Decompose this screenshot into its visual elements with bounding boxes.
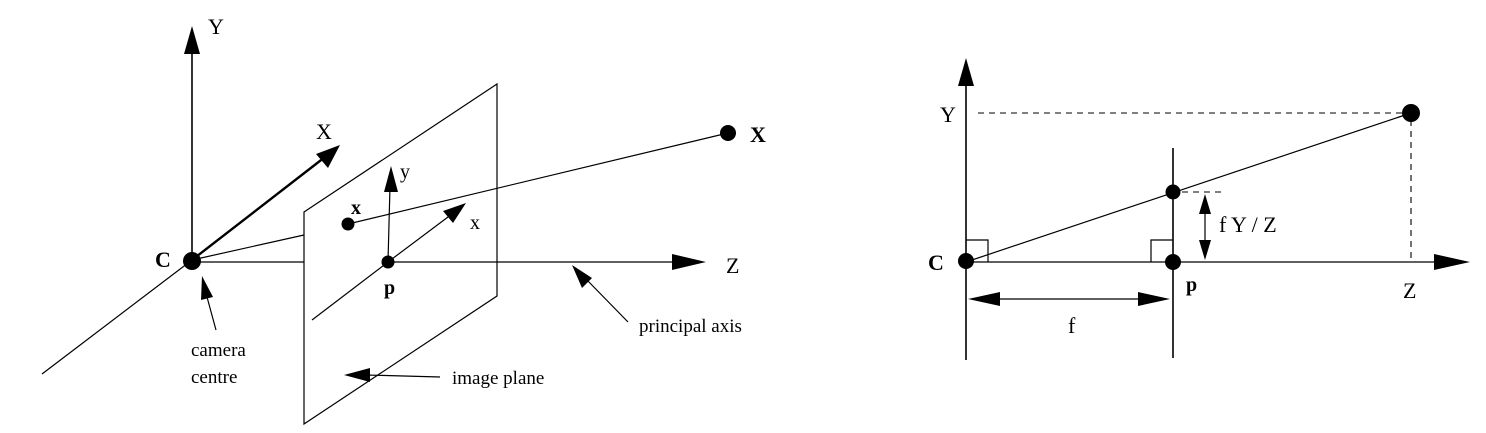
image-plane: [303, 82, 498, 426]
right-principal-point-label: p: [1186, 274, 1197, 296]
focal-length-arrow-left: [968, 292, 1000, 306]
right-principal-point: [1165, 254, 1181, 270]
left-y-axis-label: Y: [208, 14, 224, 39]
right-projection-ray: [965, 112, 1412, 263]
left-z-axis-arrowhead: [672, 254, 706, 270]
right-angle-at-p: [1150, 239, 1173, 262]
projection-height-arrow-up: [1199, 194, 1211, 214]
right-y-axis-arrowhead: [958, 58, 974, 86]
right-camera-centre-label: C: [928, 250, 944, 275]
image-point: [341, 217, 355, 231]
camera-centre-pointer-arrowhead: [201, 276, 213, 300]
image-x-axis: [387, 213, 453, 263]
left-x-axis-back: [41, 259, 193, 375]
image-plane-pointer: [365, 374, 441, 378]
principal-axis-pointer: [585, 278, 629, 323]
principal-point: [381, 255, 395, 269]
ray-c-to-plane: [191, 234, 305, 261]
left-x-axis: [191, 156, 326, 261]
image-point-label: x: [351, 197, 361, 219]
principal-point-label: p: [384, 277, 395, 299]
left-z-axis-label: Z: [726, 253, 739, 278]
right-camera-centre-point: [958, 253, 974, 269]
world-point: [720, 125, 736, 141]
image-plane-caption: image plane: [452, 368, 544, 389]
right-angle-at-c: [966, 239, 989, 262]
image-y-axis-arrowhead: [384, 166, 398, 192]
camera-centre-caption-line1: camera: [191, 340, 246, 361]
ray-x-to-world-point: [347, 132, 729, 225]
left-y-axis-arrowhead: [184, 26, 200, 54]
right-image-point: [1165, 184, 1181, 200]
principal-axis-caption: principal axis: [639, 316, 742, 337]
camera-centre-point: [183, 252, 201, 270]
focal-length-arrow-right: [1138, 292, 1170, 306]
projection-label: f Y / Z: [1219, 212, 1277, 237]
principal-axis-pointer-arrowhead: [572, 265, 592, 288]
camera-centre-label: C: [155, 247, 171, 272]
camera-centre-caption-line2: centre: [191, 367, 237, 388]
right-diagram: Y Z C p f f Y / Z: [928, 58, 1470, 360]
world-point-label: X: [750, 122, 766, 147]
image-plane-pointer-arrowhead: [344, 368, 370, 382]
image-y-axis-label: y: [400, 161, 410, 183]
image-x-axis-back: [311, 261, 389, 321]
left-x-axis-label: X: [316, 119, 332, 144]
right-world-point: [1402, 104, 1420, 122]
left-x-axis-arrowhead: [316, 145, 340, 168]
right-z-axis-label: Z: [1403, 278, 1416, 303]
focal-length-label: f: [1068, 313, 1076, 338]
image-y-axis: [387, 185, 391, 263]
left-diagram: Y X Z C X x p x y camera centre image pl…: [41, 14, 766, 426]
image-x-axis-label: x: [470, 212, 480, 234]
projection-height-arrow-down: [1199, 240, 1211, 260]
right-y-axis-label: Y: [940, 102, 956, 127]
image-x-axis-arrowhead: [443, 203, 466, 223]
right-z-axis-arrowhead: [1434, 254, 1470, 270]
camera-centre-pointer: [206, 296, 217, 331]
